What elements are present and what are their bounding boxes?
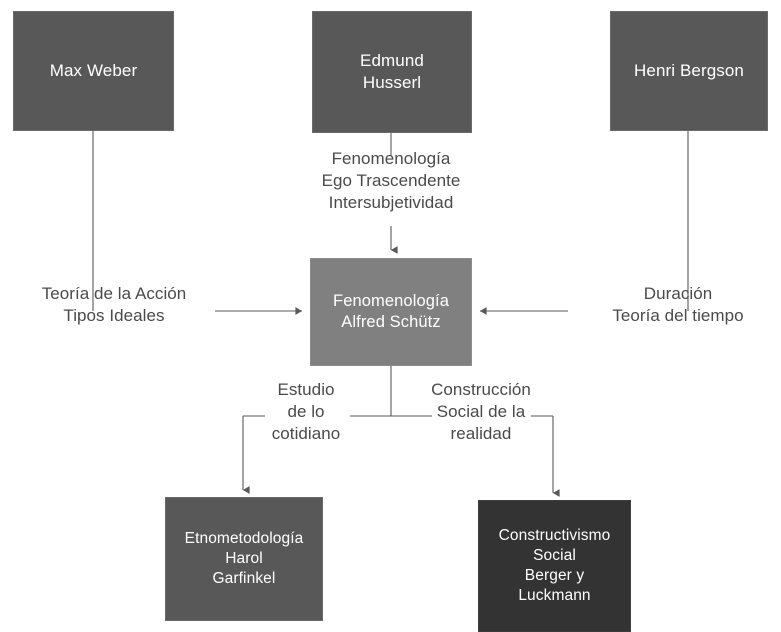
edge-label-bergson-to-schutz: Duración Teoría del tiempo: [612, 284, 744, 326]
connector-weber-to-schutz: [92, 131, 303, 315]
edge-label-husserl-to-schutz: Fenomenología Ego Trascendente Intersubj…: [321, 149, 461, 213]
node-etnometodologia-garfinkel[interactable]: Etnometodología Harol Garfinkel: [165, 497, 323, 621]
edge-label-schutz-to-constructivismo: Construcción Social de la realidad: [431, 380, 531, 444]
node-alfred-schutz[interactable]: Fenomenología Alfred Schütz: [310, 258, 472, 366]
node-henri-bergson[interactable]: Henri Bergson: [610, 11, 768, 131]
connector-schutz-to-children: [242, 366, 560, 497]
edge-label-schutz-to-etnometodologia: Estudio de lo cotidiano: [271, 380, 341, 444]
connector-bergson-to-schutz: [479, 131, 689, 315]
node-edmund-husserl[interactable]: Edmund Husserl: [312, 11, 472, 133]
node-max-weber[interactable]: Max Weber: [13, 11, 174, 131]
node-constructivismo-berger-luckmann[interactable]: Constructivismo Social Berger y Luckmann: [478, 500, 631, 632]
edge-label-weber-to-schutz: Teoría de la Acción Tipos Ideales: [41, 284, 187, 326]
